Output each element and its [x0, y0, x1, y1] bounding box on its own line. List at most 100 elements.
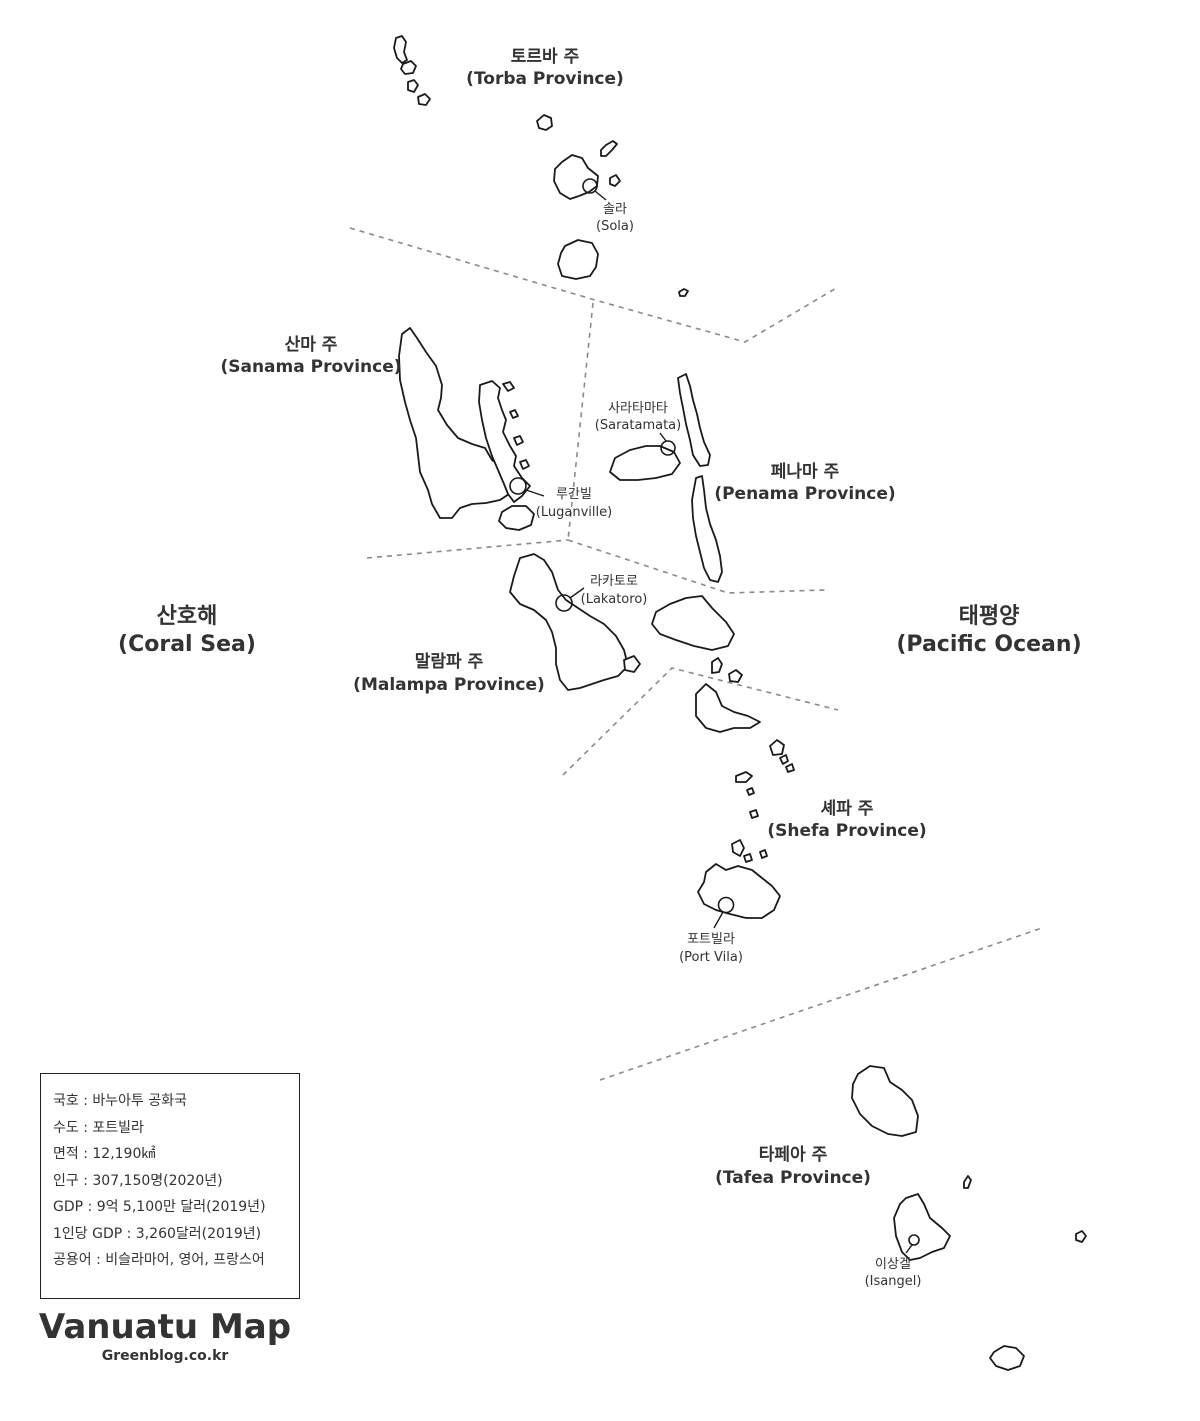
- leader-saratamata: [659, 432, 667, 442]
- santo-east-coast: [478, 380, 531, 503]
- islet-sanama-3: [513, 435, 524, 446]
- islet-shefa-5: [743, 853, 753, 863]
- tongariki-islet: [735, 771, 753, 783]
- malampa-islands: [509, 553, 743, 691]
- label-luganville-en: (Luganville): [536, 505, 612, 520]
- islet-shefa-6: [759, 849, 768, 859]
- islet-shefa-4: [749, 809, 759, 819]
- epi-island: [695, 683, 761, 733]
- province-borders: [349, 227, 1043, 1081]
- tongoa-islet: [769, 739, 785, 756]
- border-malampa-shefa: [562, 667, 839, 776]
- label-portvila-en: (Port Vila): [679, 950, 743, 965]
- province-labels: 토르바 주 (Torba Province) 산마 주 (Sanama Prov…: [220, 47, 926, 1188]
- erromango-island: [851, 1065, 919, 1137]
- leader-sola: [594, 190, 607, 201]
- label-pacific-ocean-ko: 태평양: [959, 604, 1020, 629]
- city-labels: 솔라 (Sola) 사라타마타 (Saratamata) 루간빌 (Luganv…: [536, 202, 922, 1289]
- islet-sanama-2: [509, 409, 519, 419]
- ureparapara-island: [536, 114, 553, 131]
- label-sola-en: (Sola): [596, 219, 634, 234]
- label-sanama-en: (Sanama Province): [220, 357, 401, 377]
- border-penama-malampa: [567, 539, 826, 594]
- emae-islet: [731, 839, 745, 857]
- label-tafea-ko: 타페아 주: [759, 1145, 828, 1165]
- info-capital: 수도 : 포트빌라: [53, 1119, 144, 1136]
- label-malampa-en: (Malampa Province): [353, 675, 545, 695]
- penama-islands: [609, 373, 723, 583]
- label-tafea-en: (Tafea Province): [715, 1168, 871, 1188]
- info-gdp: GDP : 9억 5,100만 달러(2019년): [53, 1199, 266, 1215]
- city-marker-saratamata: [660, 440, 676, 456]
- lopevi-islet: [728, 669, 743, 683]
- islet-shefa-2: [785, 763, 795, 773]
- border-shefa-tafea: [599, 927, 1043, 1081]
- ambae-island: [609, 445, 681, 481]
- label-sola-ko: 솔라: [603, 202, 627, 217]
- map-title: Vanuatu Map: [38, 1307, 292, 1347]
- islet-sanama-1: [502, 381, 515, 392]
- info-population: 인구 : 307,150명(2020년): [53, 1172, 223, 1189]
- label-penama-en: (Penama Province): [714, 484, 895, 504]
- islet-torba-2: [609, 174, 621, 187]
- city-markers: [509, 178, 920, 1254]
- label-malampa-ko: 말람파 주: [415, 651, 484, 672]
- city-marker-portvila: [717, 896, 735, 914]
- malo-island: [498, 505, 535, 531]
- maewo-island: [677, 373, 711, 467]
- torres-island-3: [407, 79, 419, 93]
- espiritu-santo-island: [398, 327, 513, 519]
- tanna-island: [893, 1193, 951, 1261]
- label-portvila-ko: 포트빌라: [687, 932, 735, 947]
- label-lakatoro-en: (Lakatoro): [581, 592, 648, 607]
- leader-isangel: [905, 1244, 913, 1254]
- torres-island-4: [417, 93, 431, 106]
- label-isangel-ko: 이상겔: [875, 1257, 911, 1272]
- islet-shefa-1: [779, 754, 789, 765]
- info-area: 면적 : 12,190㎢: [53, 1146, 156, 1162]
- ambrym-island: [651, 595, 735, 651]
- islet-torba-1: [600, 140, 618, 157]
- merelava-islet: [678, 288, 689, 297]
- label-isangel-en: (Isangel): [865, 1274, 922, 1289]
- islet-shefa-3: [746, 787, 755, 796]
- sanama-islands: [398, 327, 535, 531]
- label-pacific-ocean-en: (Pacific Ocean): [896, 632, 1081, 657]
- sea-labels: 산호해 (Coral Sea) 태평양 (Pacific Ocean): [118, 604, 1082, 657]
- label-torba-en: (Torba Province): [466, 69, 624, 89]
- label-penama-ko: 페나마 주: [771, 462, 840, 482]
- islet-tafea-1: [963, 1175, 972, 1189]
- label-sanama-ko: 산마 주: [285, 335, 338, 355]
- malekula-island: [509, 553, 629, 691]
- border-torba-sanama-penama: [349, 227, 839, 343]
- label-coral-sea-ko: 산호해: [157, 604, 218, 629]
- border-sanama-malampa: [366, 539, 569, 559]
- label-shefa-en: (Shefa Province): [767, 821, 926, 841]
- gaua-island: [557, 239, 599, 280]
- country-info-box: 국호 : 바누아투 공화국 수도 : 포트빌라 면적 : 12,190㎢ 인구 …: [40, 1073, 300, 1299]
- label-luganville-ko: 루간빌: [556, 487, 592, 502]
- map-credit: Greenblog.co.kr: [101, 1348, 229, 1364]
- label-saratamata-en: (Saratamata): [595, 418, 681, 433]
- leader-luganville: [525, 489, 545, 497]
- label-lakatoro-ko: 라카토로: [590, 574, 638, 589]
- pentecost-island: [691, 475, 723, 583]
- islet-sanama-4: [519, 459, 530, 470]
- info-official-languages: 공용어 : 비슬라마어, 영어, 프랑스어: [53, 1252, 265, 1268]
- city-marker-sola: [582, 178, 598, 194]
- futuna-islet: [1075, 1230, 1087, 1243]
- city-marker-isangel: [908, 1234, 920, 1246]
- leader-portvila: [713, 911, 724, 929]
- torres-island-2: [400, 60, 417, 75]
- paama-islet: [711, 657, 723, 674]
- torba-islands: [393, 35, 689, 297]
- leader-lakatoro: [569, 587, 585, 599]
- islet-malampa-1: [623, 655, 641, 673]
- city-marker-luganville: [509, 477, 527, 495]
- aneityum-island: [989, 1345, 1025, 1371]
- info-official-name: 국호 : 바누아투 공화국: [53, 1093, 187, 1109]
- tafea-islands: [851, 1065, 1087, 1371]
- efate-island: [697, 863, 781, 919]
- city-marker-lakatoro: [555, 594, 573, 612]
